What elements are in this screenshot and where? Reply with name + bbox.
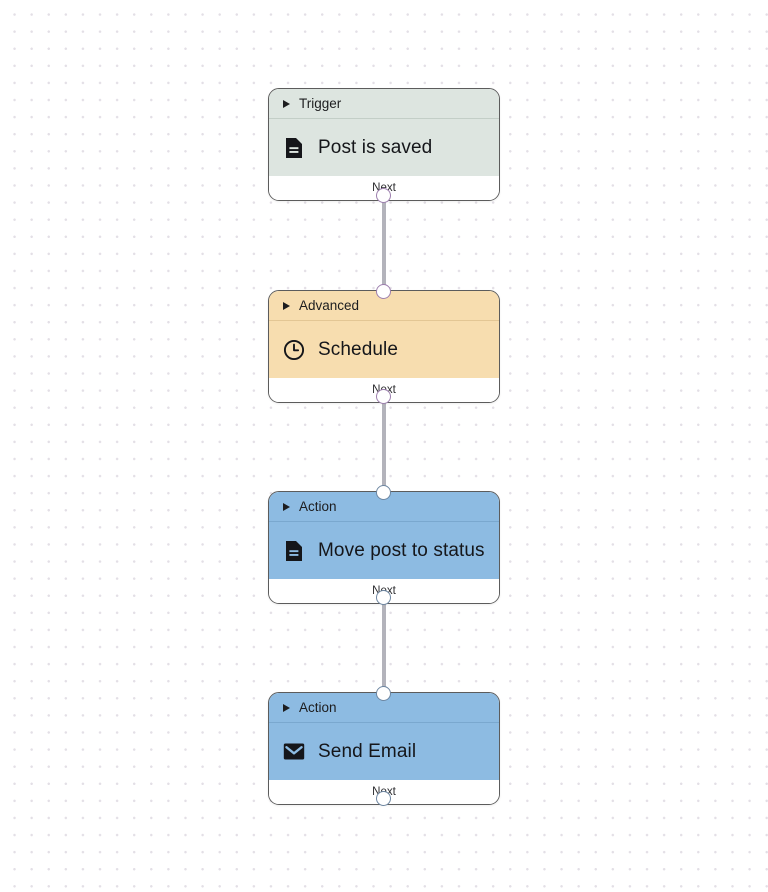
node-title: Send Email (318, 740, 417, 762)
envelope-icon (283, 741, 305, 763)
edge-move-post-to-send-email[interactable] (382, 596, 386, 695)
node-category-label: Action (299, 700, 337, 715)
node-body-action[interactable]: Send Email (269, 723, 499, 780)
output-port-send-email[interactable] (376, 791, 391, 806)
output-port-trigger[interactable] (376, 188, 391, 203)
input-port-advanced[interactable] (376, 284, 391, 299)
node-divider (269, 722, 499, 723)
node-body-action[interactable]: Move post to status (269, 522, 499, 579)
edge-trigger-to-advanced[interactable] (382, 194, 386, 292)
node-divider (269, 320, 499, 321)
node-category-label: Advanced (299, 298, 360, 313)
node-body-trigger[interactable]: Post is saved (269, 119, 499, 176)
workflow-node-trigger-post-is-saved[interactable]: Trigger Post is saved Next (268, 88, 500, 201)
edge-advanced-to-move-post[interactable] (382, 395, 386, 494)
input-port-move-post[interactable] (376, 485, 391, 500)
input-port-send-email[interactable] (376, 686, 391, 701)
node-divider (269, 118, 499, 119)
chevron-right-icon[interactable] (283, 301, 290, 310)
node-body-advanced[interactable]: Schedule (269, 321, 499, 378)
chevron-right-icon[interactable] (283, 703, 290, 712)
workflow-node-advanced-schedule[interactable]: Advanced Schedule Next (268, 290, 500, 403)
output-port-advanced[interactable] (376, 389, 391, 404)
node-header-trigger[interactable]: Trigger (269, 89, 499, 118)
node-title: Schedule (318, 338, 399, 360)
chevron-right-icon[interactable] (283, 502, 290, 511)
node-category-label: Action (299, 499, 337, 514)
document-icon (283, 137, 305, 159)
document-icon (283, 540, 305, 562)
clock-icon (283, 339, 305, 361)
node-divider (269, 521, 499, 522)
workflow-node-action-send-email[interactable]: Action Send Email Next (268, 692, 500, 805)
workflow-node-action-move-post-to-status[interactable]: Action Move post to status Next (268, 491, 500, 604)
chevron-right-icon[interactable] (283, 99, 290, 108)
output-port-move-post[interactable] (376, 590, 391, 605)
node-title: Post is saved (318, 136, 433, 158)
node-title: Move post to status (318, 539, 485, 561)
node-category-label: Trigger (299, 96, 342, 111)
